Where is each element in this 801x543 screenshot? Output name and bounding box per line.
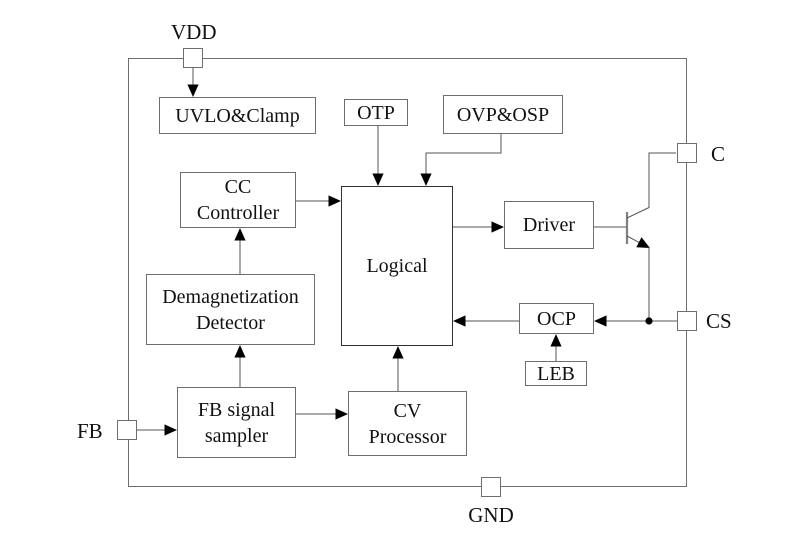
pin-label-fb: FB xyxy=(77,419,103,443)
pin-label-gnd: GND xyxy=(468,503,514,527)
wire-cc-to-logical xyxy=(296,195,341,207)
pin-label-vdd: VDD xyxy=(171,20,217,44)
block-cc-controller: CC Controller xyxy=(180,172,296,228)
wire-fbsampler-to-cv xyxy=(296,408,348,420)
chip-outline xyxy=(128,58,687,487)
block-ovp-osp: OVP&OSP xyxy=(443,95,563,134)
wire-cs-to-ocp xyxy=(594,315,677,327)
pin-c xyxy=(677,143,697,163)
wire-vdd-to-uvlo xyxy=(187,68,199,97)
pin-label-c: C xyxy=(711,142,726,166)
wire-fbpin-to-fbsampler xyxy=(137,424,177,436)
junction-dot xyxy=(645,317,653,325)
wire-logical-to-driver xyxy=(453,221,504,233)
wire-fbsampler-to-demag xyxy=(234,345,246,387)
pin-fb xyxy=(117,420,137,440)
block-fb-signal-sampler: FB signal sampler xyxy=(177,387,296,458)
block-logical: Logical xyxy=(341,186,453,346)
wire-demag-to-cc xyxy=(234,228,246,274)
block-leb: LEB xyxy=(525,361,587,386)
wire-cv-to-logical xyxy=(392,346,404,391)
pin-gnd xyxy=(481,477,501,497)
block-demagnetization-detector: Demagnetization Detector xyxy=(146,274,315,345)
pin-vdd xyxy=(183,48,203,68)
block-cv-processor: CV Processor xyxy=(348,391,467,456)
pin-cs xyxy=(677,311,697,331)
wire-leb-to-ocp xyxy=(550,334,562,361)
block-ocp: OCP xyxy=(519,303,594,334)
npn-transistor-icon xyxy=(625,152,676,321)
block-driver: Driver xyxy=(504,201,594,249)
wire-otp-to-logical xyxy=(372,126,384,186)
wire-ocp-to-logical xyxy=(453,315,519,327)
block-otp: OTP xyxy=(344,99,408,126)
wire-ovposp-to-logical xyxy=(420,134,502,186)
block-uvlo-clamp: UVLO&Clamp xyxy=(159,97,316,134)
pin-label-cs: CS xyxy=(706,309,732,333)
